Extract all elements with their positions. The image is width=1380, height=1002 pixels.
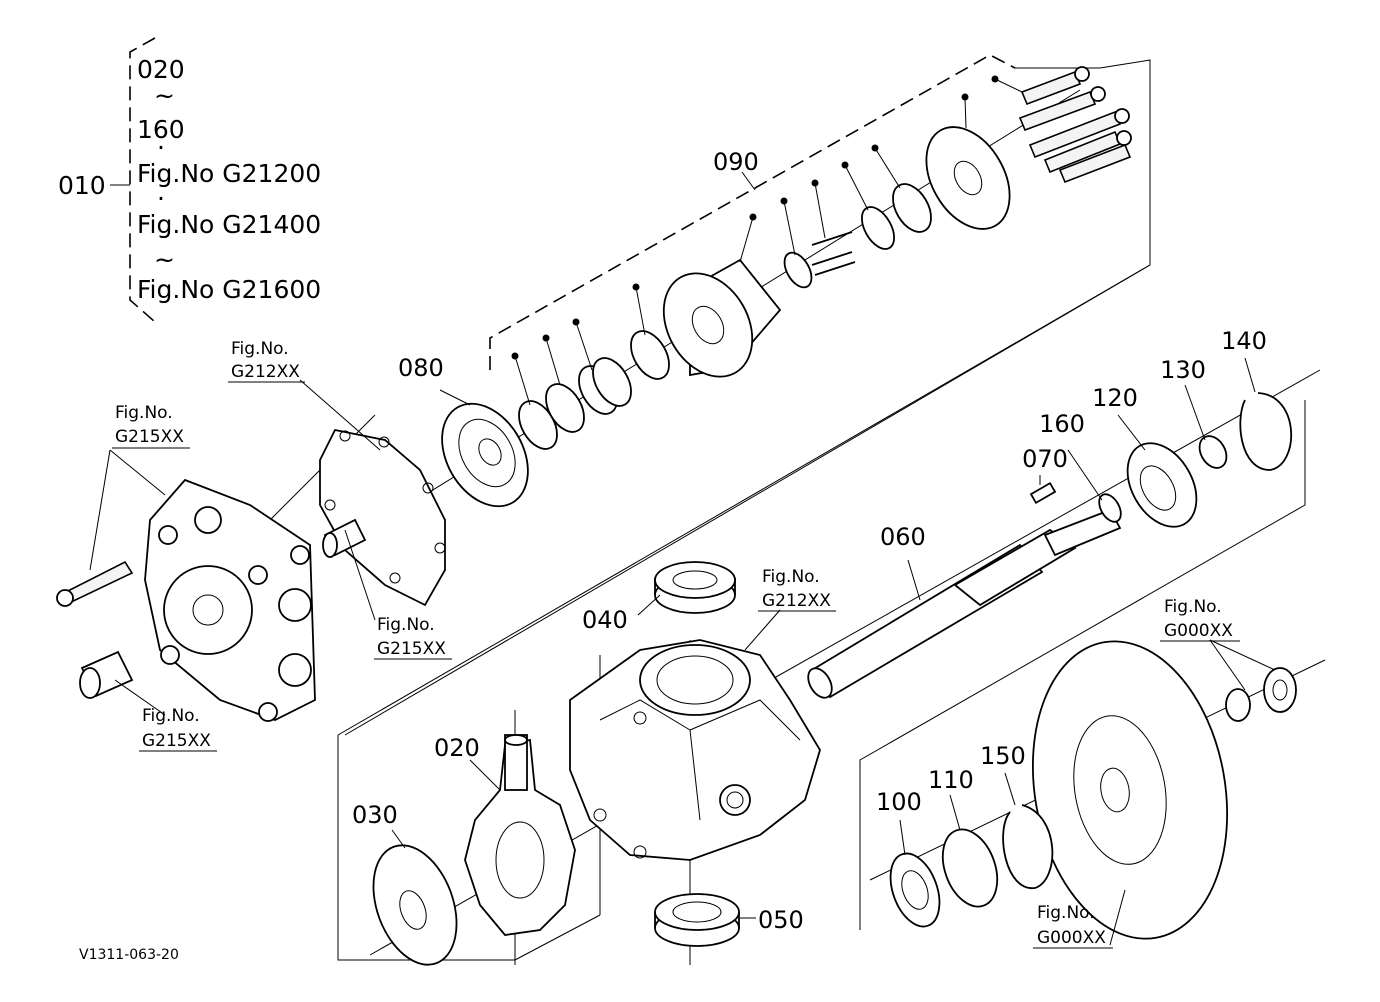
pump-housing xyxy=(569,639,821,861)
ref-code-6: G000XX xyxy=(1164,621,1233,641)
legend-range-start: 020 xyxy=(137,55,185,84)
gasket xyxy=(319,428,446,607)
label-120: 120 xyxy=(1092,384,1138,412)
bearing-lower xyxy=(654,893,740,947)
legend-fig-c: Fig.No G21600 xyxy=(137,275,321,304)
legend-group-number: 010 xyxy=(58,171,106,200)
legend-tilde-1: ~ xyxy=(154,81,175,110)
label-030: 030 xyxy=(352,801,398,829)
legend-fig-b: Fig.No G21400 xyxy=(137,210,321,239)
shaft-bearing-group xyxy=(1098,392,1292,528)
ref-fig-label-6: Fig.No. xyxy=(1164,597,1222,617)
legend-dot-2: · xyxy=(157,184,165,213)
bearing-upper xyxy=(654,561,736,614)
legend-fig-a: Fig.No G21200 xyxy=(137,159,321,188)
ref-code-2: G215XX xyxy=(115,427,184,447)
label-070: 070 xyxy=(1022,445,1068,473)
oil-seal-group xyxy=(889,804,1054,928)
label-100: 100 xyxy=(876,788,922,816)
label-050: 050 xyxy=(758,906,804,934)
ref-code-4: G215XX xyxy=(142,731,211,751)
label-110: 110 xyxy=(928,766,974,794)
label-160: 160 xyxy=(1039,410,1085,438)
label-040: 040 xyxy=(582,606,628,634)
pump-cover-left xyxy=(56,478,316,722)
ref-code-1: G212XX xyxy=(231,362,300,382)
valve-plate xyxy=(441,402,529,508)
ref-code-3: G215XX xyxy=(377,639,446,659)
drive-shaft xyxy=(807,481,1122,699)
group-marker-dots xyxy=(511,75,1023,406)
swash-plate xyxy=(464,734,576,936)
ref-fig-label-7: Fig.No. xyxy=(1037,903,1095,923)
cylinder-block-group xyxy=(518,126,1011,450)
thrust-plate xyxy=(372,844,458,966)
legend-tilde-2: ~ xyxy=(154,245,175,274)
label-150: 150 xyxy=(980,742,1026,770)
label-130: 130 xyxy=(1160,356,1206,384)
ref-fig-label-5: Fig.No. xyxy=(762,567,820,587)
legend-range-end: 160 xyxy=(137,115,185,144)
ref-fig-label-2: Fig.No. xyxy=(115,403,173,423)
leader-lines xyxy=(89,171,1276,946)
ref-fig-label-1: Fig.No. xyxy=(231,339,289,359)
ref-fig-label-4: Fig.No. xyxy=(142,706,200,726)
flange-plate xyxy=(1031,640,1297,940)
legend-dot-1: · xyxy=(157,133,165,162)
ref-code-5: G212XX xyxy=(762,591,831,611)
ref-fig-label-3: Fig.No. xyxy=(377,615,435,635)
label-080: 080 xyxy=(398,354,444,382)
label-060: 060 xyxy=(880,523,926,551)
figure-references: Fig.No. G212XX Fig.No. G215XX Fig.No. G2… xyxy=(112,339,1240,949)
label-090: 090 xyxy=(713,148,759,176)
part-labels: 090 080 070 160 120 130 140 060 040 020 … xyxy=(352,148,1267,934)
drawing-code: V1311-063-20 xyxy=(79,947,179,963)
label-140: 140 xyxy=(1221,327,1267,355)
label-020: 020 xyxy=(434,734,480,762)
ref-code-7: G000XX xyxy=(1037,928,1106,948)
legend-bracket: 010 020 ~ 160 · Fig.No G21200 · Fig.No G… xyxy=(58,37,321,323)
pistons xyxy=(1018,66,1132,184)
